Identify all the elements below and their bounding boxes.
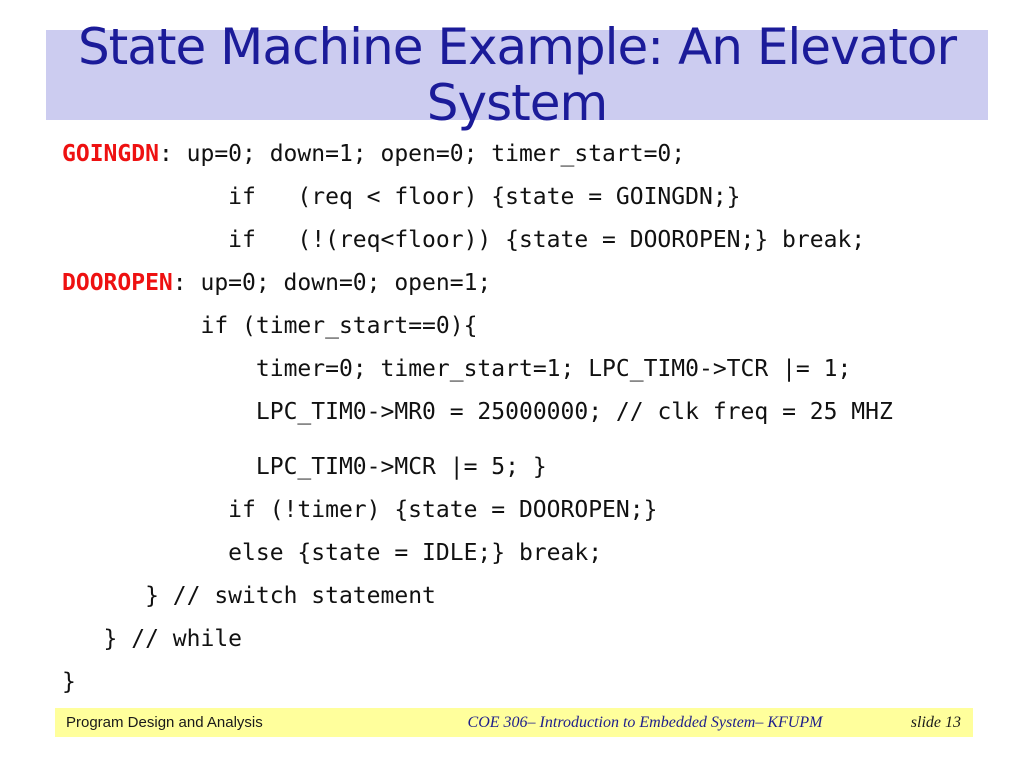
code-text: : up=0; down=1; open=0; timer_start=0; (158, 141, 686, 167)
code-line: DOOROPEN: up=0; down=0; open=1; (62, 262, 1014, 305)
code-text: timer=0; timer_start=1; LPC_TIM0->TCR |=… (255, 356, 852, 382)
code-line: } // while (62, 618, 1014, 661)
code-state-label (62, 626, 104, 652)
code-text: LPC_TIM0->MCR |= 5; } (255, 454, 547, 480)
footer-bar: Program Design and Analysis COE 306– Int… (55, 708, 973, 737)
code-text: if (req < floor) {state = GOINGDN;} (228, 184, 741, 210)
code-state-label (62, 540, 228, 566)
code-text: if (!timer) {state = DOOROPEN;} (228, 497, 658, 523)
code-line: if (req < floor) {state = GOINGDN;} (62, 176, 1014, 219)
code-line: GOINGDN: up=0; down=1; open=0; timer_sta… (62, 133, 1014, 176)
code-line: LPC_TIM0->MR0 = 25000000; // clk freq = … (62, 391, 1014, 434)
code-state-label (62, 583, 145, 609)
code-text: } // while (103, 626, 243, 652)
code-line: if (!timer) {state = DOOROPEN;} (62, 489, 1014, 532)
code-state-label (62, 399, 256, 425)
code-text: } // switch statement (145, 583, 436, 609)
code-text: LPC_TIM0->MR0 = 25000000; // clk freq = … (255, 399, 893, 425)
code-line: if (!(req<floor)) {state = DOOROPEN;} br… (62, 219, 1014, 262)
code-text: } (62, 669, 76, 695)
code-state-label (62, 184, 228, 210)
code-line: timer=0; timer_start=1; LPC_TIM0->TCR |=… (62, 348, 1014, 391)
footer-course-title: COE 306– Introduction to Embedded System… (467, 713, 823, 731)
code-state-label (62, 227, 228, 253)
code-state-label: DOOROPEN (62, 270, 173, 296)
code-state-label (62, 497, 228, 523)
code-line: } // switch statement (62, 575, 1014, 618)
code-text: if (timer_start==0){ (200, 313, 478, 339)
footer-slide-number: slide 13 (910, 713, 961, 731)
code-state-label (62, 313, 200, 339)
code-text: else {state = IDLE;} break; (228, 540, 603, 566)
code-state-label (62, 356, 256, 382)
title-banner: State Machine Example: An Elevator Syste… (46, 19, 988, 131)
footer-course-name: Program Design and Analysis (66, 714, 263, 731)
slide-title: State Machine Example: An Elevator Syste… (77, 18, 957, 132)
code-line: } (62, 661, 1014, 704)
code-line: if (timer_start==0){ (62, 305, 1014, 348)
code-line: LPC_TIM0->MCR |= 5; } (62, 446, 1014, 489)
code-text: if (!(req<floor)) {state = DOOROPEN;} br… (228, 227, 866, 253)
code-state-label (62, 454, 256, 480)
code-block: GOINGDN: up=0; down=1; open=0; timer_sta… (62, 133, 1014, 704)
code-state-label: GOINGDN (62, 141, 159, 167)
code-text: : up=0; down=0; open=1; (172, 270, 492, 296)
code-line: else {state = IDLE;} break; (62, 532, 1014, 575)
